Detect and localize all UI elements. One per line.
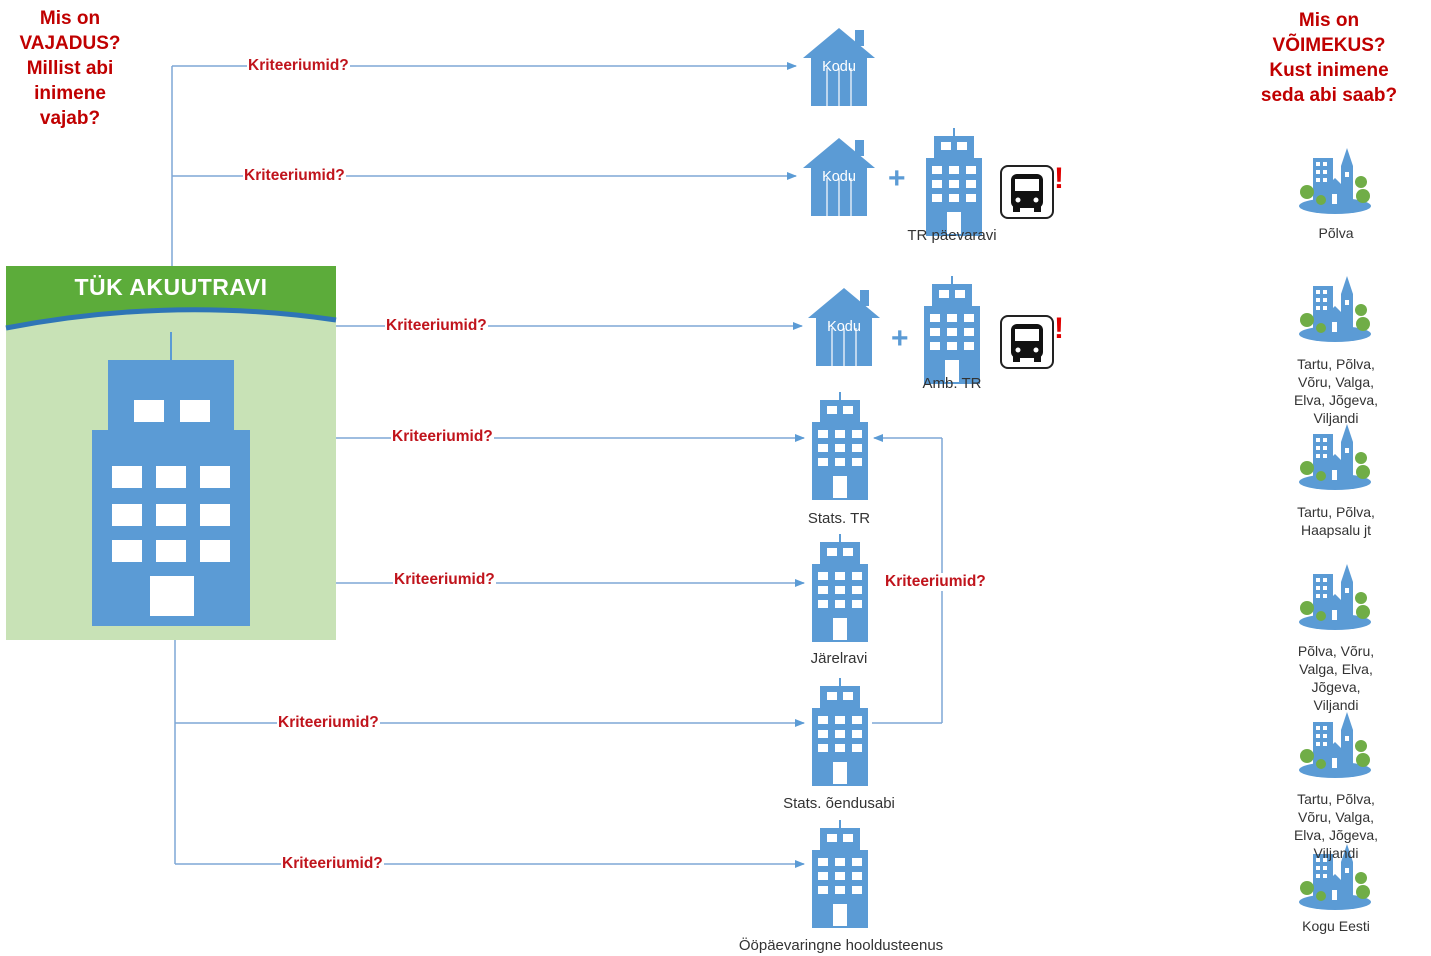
home-label: Kodu	[827, 319, 861, 335]
home-label: Kodu	[822, 59, 856, 75]
hospital-icon	[92, 332, 250, 626]
town-icon	[1299, 424, 1371, 490]
region-label: Tartu, Põlva, Võru, Valga, Elva, Jõgeva,…	[1293, 356, 1379, 426]
service-label-nursing: Stats. õendusabi	[783, 795, 895, 812]
criteria-label: Kriteeriumid?	[393, 571, 496, 589]
warning-icon: !	[1054, 312, 1064, 345]
plus-icon: +	[888, 162, 906, 195]
service-label-24h-care: Ööpäevaringne hooldusteenus	[738, 937, 944, 954]
building-icon	[812, 534, 868, 642]
service-label-amb-tr: Amb. TR	[922, 375, 982, 392]
criteria-label: Kriteeriumid?	[277, 714, 380, 732]
service-label-aftercare: Järelravi	[810, 650, 868, 667]
building-icon	[812, 392, 868, 500]
source-header	[6, 266, 336, 328]
region-label: Põlva	[1318, 225, 1354, 241]
town-icon	[1299, 564, 1371, 630]
warning-icon: !	[1054, 162, 1064, 195]
building-icon	[812, 678, 868, 786]
criteria-label: Kriteeriumid?	[391, 428, 494, 446]
region-label: Tartu, Põlva, Võru, Valga, Elva, Jõgeva,…	[1293, 791, 1379, 861]
service-label-tr-day: TR päevaravi	[907, 227, 997, 244]
bus-icon	[1000, 165, 1054, 219]
home-label: Kodu	[822, 169, 856, 185]
criteria-label: Kriteeriumid?	[281, 855, 384, 873]
criteria-label: Kriteeriumid?	[243, 167, 346, 185]
source-title: TÜK AKUUTRAVI	[74, 274, 268, 300]
plus-icon: +	[891, 322, 909, 355]
town-icon	[1299, 276, 1371, 342]
service-label-stats-tr: Stats. TR	[807, 510, 871, 527]
region-label: Põlva, Võru, Valga, Elva, Jõgeva, Viljan…	[1297, 643, 1375, 713]
building-icon	[924, 276, 980, 384]
bus-icon	[1000, 315, 1054, 369]
criteria-label: Kriteeriumid?	[247, 57, 350, 75]
building-icon	[812, 820, 868, 928]
criteria-label: Kriteeriumid?	[884, 573, 987, 591]
need-question: Mis on VAJADUS? Millist abi inimene vaja…	[19, 8, 121, 129]
building-icon	[926, 128, 982, 236]
criteria-label: Kriteeriumid?	[385, 317, 488, 335]
town-icon	[1299, 712, 1371, 778]
town-icon	[1299, 148, 1371, 214]
capacity-question: Mis on VÕIMEKUS? Kust inimene seda abi s…	[1260, 10, 1398, 106]
region-label: Tartu, Põlva, Haapsalu jt	[1297, 504, 1375, 538]
region-label: Kogu Eesti	[1302, 918, 1370, 934]
